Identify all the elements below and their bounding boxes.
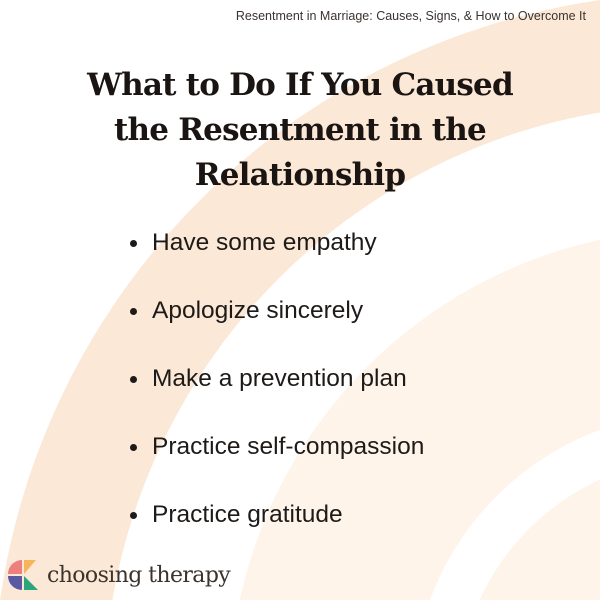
brand-logo: choosing therapy [8, 560, 231, 590]
brand-name: choosing therapy [47, 562, 231, 588]
tip-label: Apologize sincerely [152, 297, 364, 324]
title-line-1: What to Do If You Caused [87, 67, 514, 103]
list-item: Practice gratitude [130, 498, 424, 532]
tip-label: Practice gratitude [152, 501, 343, 528]
bullet-icon [130, 375, 137, 383]
tips-list: Have some empathy Apologize sincerely Ma… [130, 226, 424, 566]
list-item: Apologize sincerely [130, 294, 424, 328]
choosing-therapy-logo-icon [8, 560, 38, 590]
bullet-icon [130, 511, 137, 519]
list-item: Have some empathy [130, 226, 424, 260]
bullet-icon [130, 443, 137, 451]
tip-label: Practice self-compassion [152, 433, 425, 460]
tip-label: Have some empathy [152, 229, 377, 256]
list-item: Make a prevention plan [130, 362, 424, 396]
title-line-2: the Resentment in the [114, 112, 487, 148]
title-line-3: Relationship [194, 157, 406, 193]
page-title: What to Do If You Caused the Resentment … [40, 63, 560, 198]
list-item: Practice self-compassion [130, 430, 424, 464]
bullet-icon [130, 239, 137, 247]
article-title: Resentment in Marriage: Causes, Signs, &… [235, 9, 586, 23]
bullet-icon [130, 307, 137, 315]
tip-label: Make a prevention plan [152, 365, 407, 392]
